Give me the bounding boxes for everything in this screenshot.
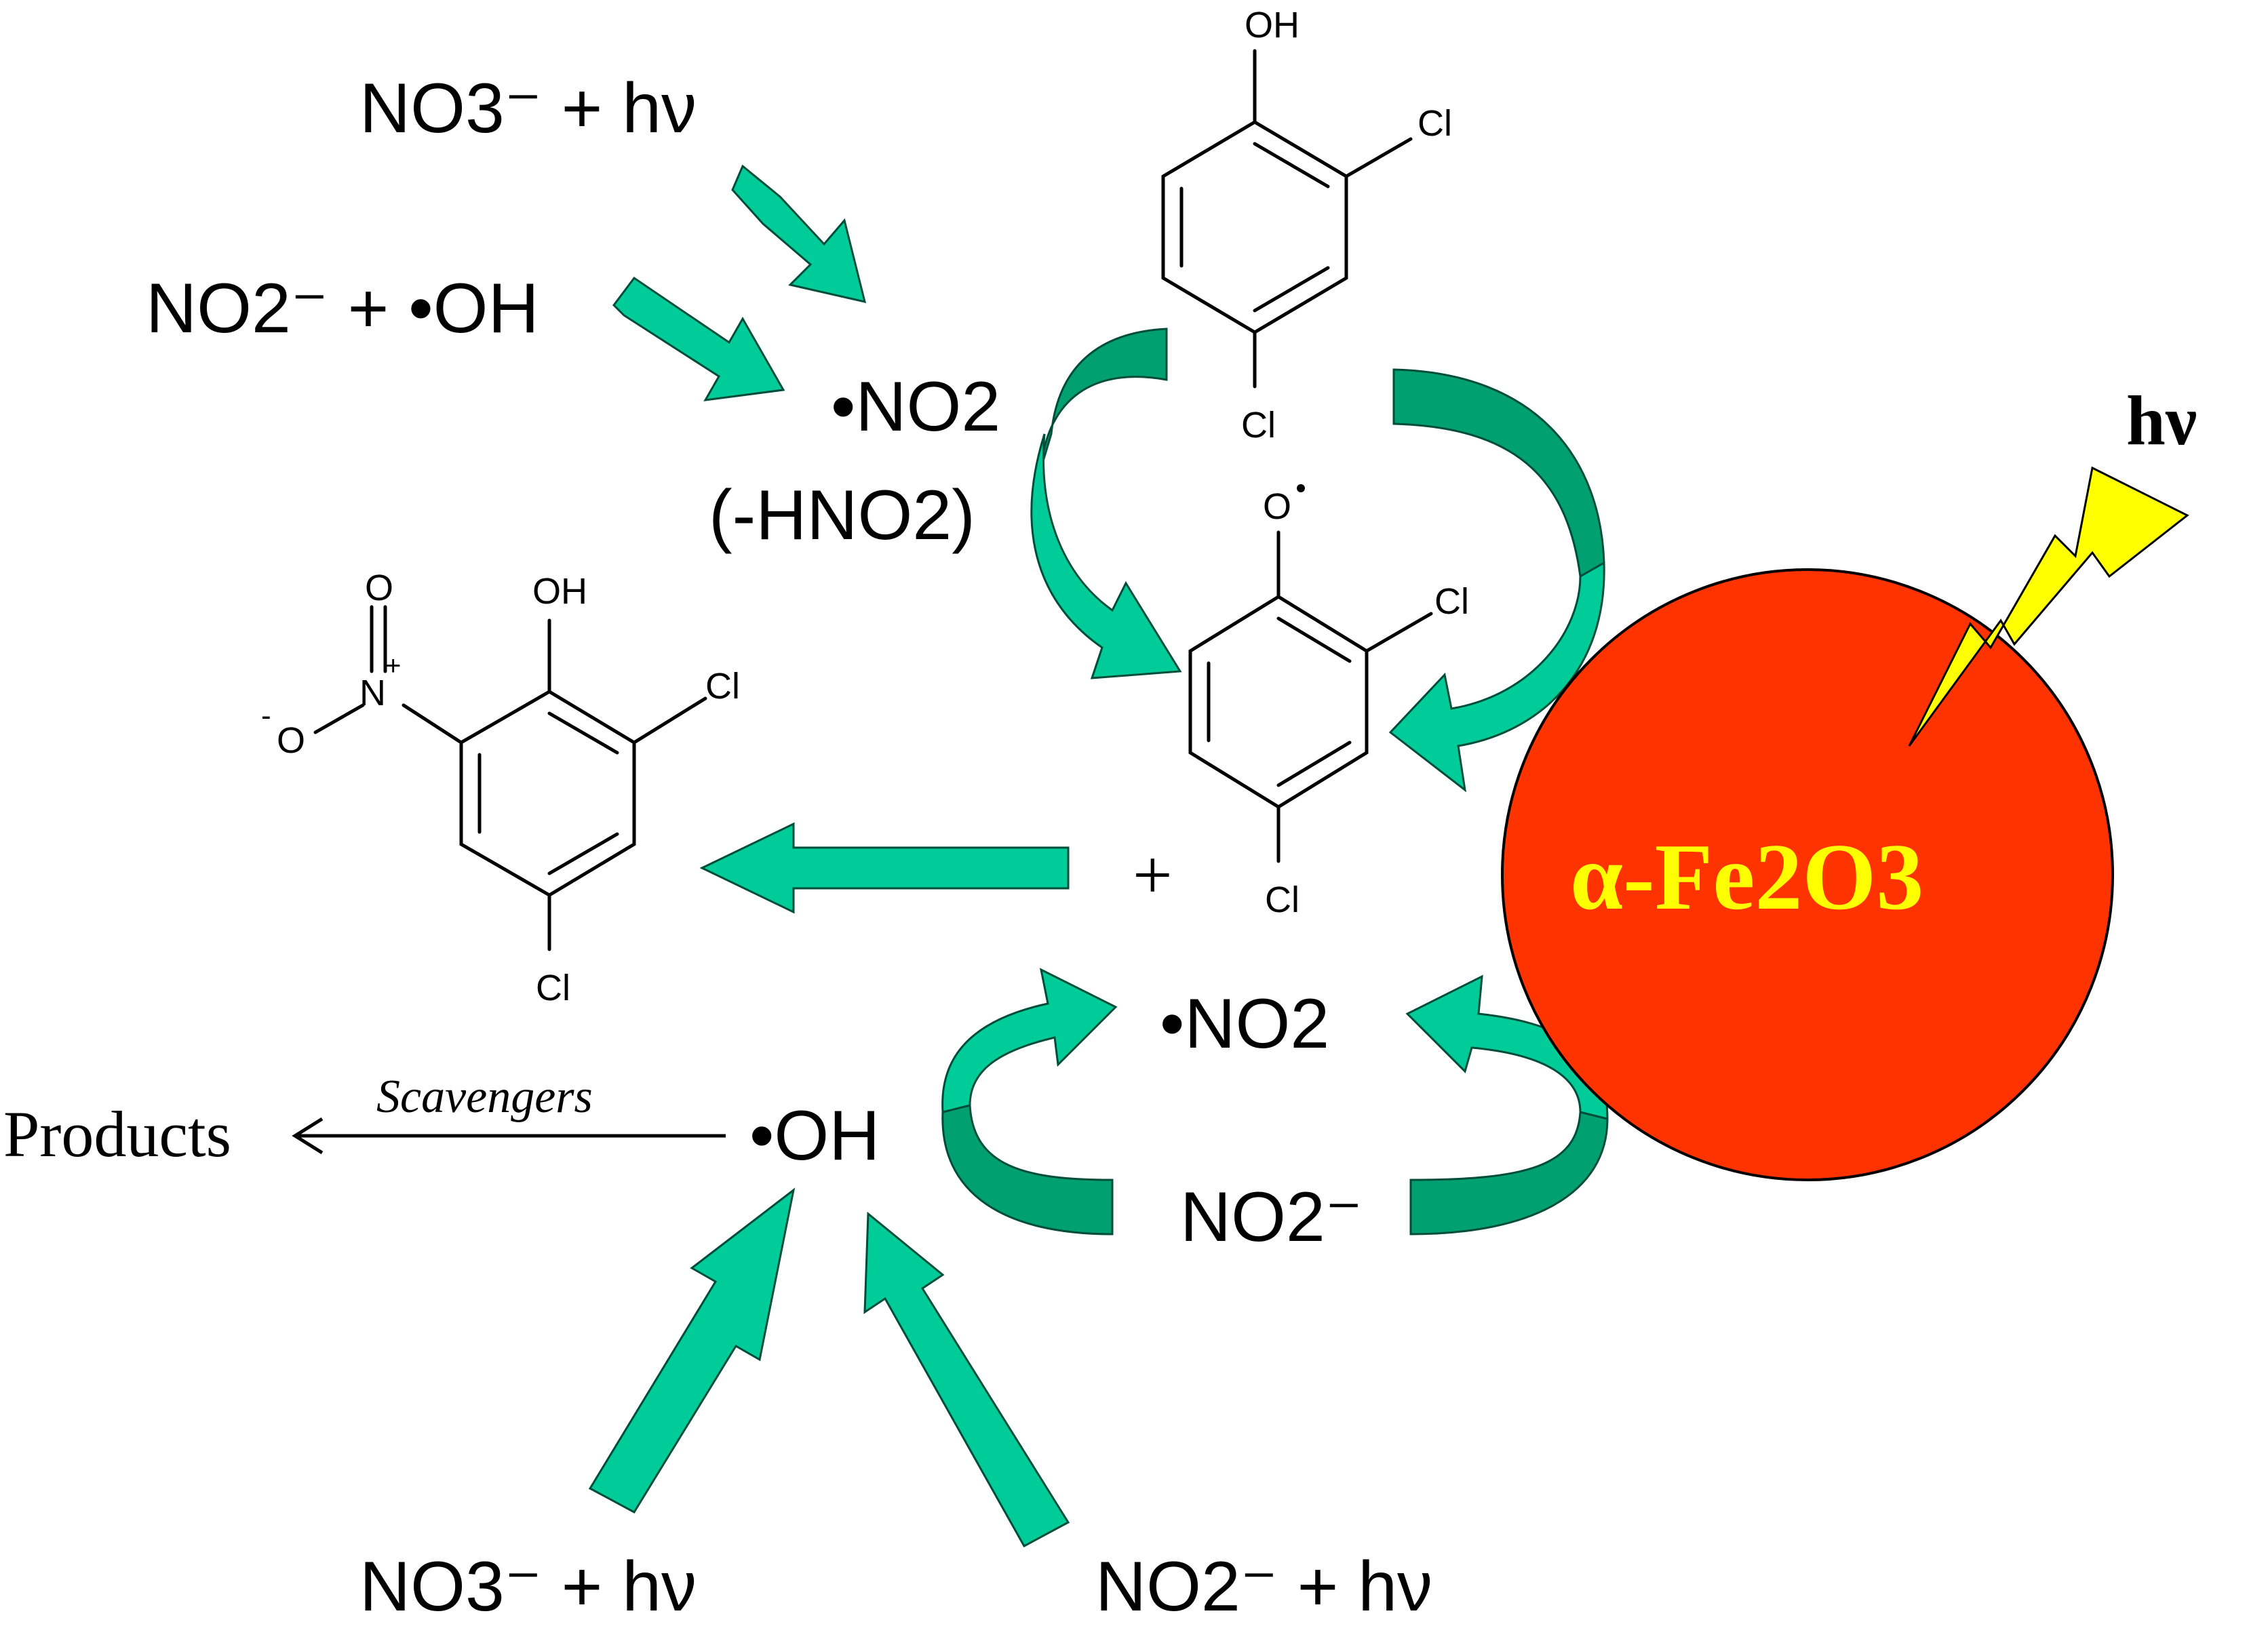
molecule-nitro-product: OH O N + O - Cl Cl <box>261 568 740 1008</box>
label-bottom-no2: NO2⁻ + hν <box>1095 1547 1432 1626</box>
atom-cl-top-right: Cl <box>1418 103 1452 144</box>
charge-minus: - <box>261 699 271 732</box>
charge-plus: + <box>385 651 401 681</box>
atom-cl-mid-bottom: Cl <box>1265 879 1299 920</box>
curved-arrow-lower-left <box>941 968 1118 1235</box>
atom-o-nitro: O <box>365 568 393 608</box>
atom-cl-mid-right: Cl <box>1434 581 1469 622</box>
label-no2-radical-center: •NO2 <box>1160 985 1329 1063</box>
molecule-dichlorophenol: OH Cl Cl <box>1161 5 1452 446</box>
arrow-top-no3 <box>731 164 867 304</box>
label-hv: hν <box>2126 382 2197 460</box>
atom-cl-left-bottom: Cl <box>536 968 570 1008</box>
scavengers-arrow <box>292 1117 726 1155</box>
label-oh-radical: •OH <box>749 1096 880 1175</box>
atom-n-plus: N <box>359 673 386 713</box>
label-minus-hno2: (-HNO2) <box>709 476 975 555</box>
arrow-top-no2-oh <box>612 276 785 401</box>
label-products: Products <box>3 1098 231 1170</box>
label-bottom-no3: NO3⁻ + hν <box>359 1547 697 1626</box>
atom-o-radical: O <box>1263 486 1291 527</box>
arrow-center-left <box>699 822 1070 914</box>
label-top-no2-oh: NO2⁻ + •OH <box>146 269 539 348</box>
curved-arrow-upper-right <box>1388 368 1605 793</box>
arrow-bottom-no3 <box>588 1187 796 1514</box>
label-no2-radical-top: •NO2 <box>831 368 1000 446</box>
atom-oh-left: OH <box>532 571 587 612</box>
lightning-bolt-icon <box>1908 466 2189 747</box>
atom-oh-top: OH <box>1245 5 1299 45</box>
atom-o-minus: O <box>277 720 305 761</box>
label-plus: + <box>1133 836 1173 914</box>
catalyst-label: α-Fe2O3 <box>1570 825 1923 930</box>
label-scavengers: Scavengers <box>376 1071 593 1123</box>
atom-cl-left-right: Cl <box>705 666 740 707</box>
arrow-bottom-no2 <box>863 1211 1070 1548</box>
label-nitrite-right: NO2⁻ <box>1180 1178 1363 1257</box>
atom-cl-top-bottom: Cl <box>1241 405 1276 446</box>
curved-arrow-upper-left <box>1030 328 1182 679</box>
catalyst-particle: α-Fe2O3 <box>1501 568 2114 1181</box>
molecule-phenoxyl-radical: O Cl Cl <box>1188 484 1469 920</box>
radical-dot <box>1297 484 1305 492</box>
label-top-no3: NO3⁻ + hν <box>359 69 697 148</box>
